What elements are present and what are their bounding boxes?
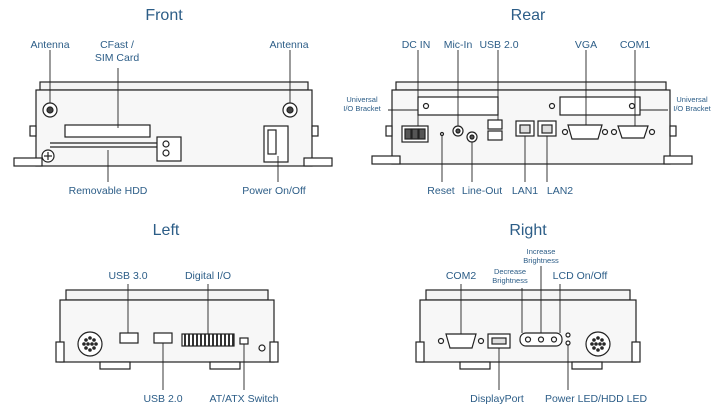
left-digital-io-label: Digital I/O bbox=[184, 270, 232, 282]
right-lcd-label: LCD On/Off bbox=[552, 270, 608, 282]
rear-title: Rear bbox=[510, 7, 546, 24]
rear-usb20-label: USB 2.0 bbox=[479, 39, 519, 51]
front-antenna-right-label: Antenna bbox=[269, 39, 309, 51]
rear-dc-in-label: DC IN bbox=[401, 39, 431, 51]
right-decrease-label-line1: Decrease bbox=[493, 267, 527, 276]
rear-com1-label: COM1 bbox=[619, 39, 651, 51]
rear-bracket-right-label-line1: Universal bbox=[676, 95, 708, 104]
left-at-atx-label: AT/ATX Switch bbox=[209, 393, 279, 405]
right-increase-label-line2: Brightness bbox=[523, 256, 559, 265]
right-increase-label-line1: Increase bbox=[526, 247, 556, 256]
right-power-led-label: Power LED/HDD LED bbox=[544, 393, 648, 405]
rear-vga-label: VGA bbox=[574, 39, 598, 51]
front-power-label: Power On/Off bbox=[242, 185, 306, 197]
right-displayport-label: DisplayPort bbox=[470, 393, 524, 405]
rear-device bbox=[371, 81, 693, 165]
left-title: Left bbox=[152, 222, 180, 239]
right-title: Right bbox=[509, 222, 547, 239]
rear-mic-in-label: Mic-In bbox=[443, 39, 473, 51]
front-cfast-label-line1: CFast / bbox=[100, 39, 134, 51]
left-usb20-label: USB 2.0 bbox=[143, 393, 183, 405]
rear-line-out-label: Line-Out bbox=[461, 185, 503, 197]
front-title: Front bbox=[145, 7, 183, 24]
front-cfast-label-line2: SIM Card bbox=[94, 52, 140, 64]
front-antenna-left-label: Antenna bbox=[30, 39, 70, 51]
left-usb30-label: USB 3.0 bbox=[108, 270, 148, 282]
front-leaders bbox=[49, 50, 291, 182]
rear-bracket-right-label-line2: I/O Bracket bbox=[673, 104, 711, 113]
right-decrease-label-line2: Brightness bbox=[492, 276, 528, 285]
rear-leaders bbox=[388, 50, 668, 182]
left-leaders bbox=[127, 284, 245, 390]
rear-lan1-label: LAN1 bbox=[511, 185, 539, 197]
rear-lan2-label: LAN2 bbox=[546, 185, 574, 197]
front-device bbox=[13, 81, 333, 167]
rear-bracket-left-label-line1: Universal bbox=[346, 95, 378, 104]
front-removable-hdd-label: Removable HDD bbox=[68, 185, 148, 197]
right-leaders bbox=[460, 266, 569, 390]
right-com2-label: COM2 bbox=[445, 270, 477, 282]
rear-reset-label: Reset bbox=[427, 185, 455, 197]
right-device bbox=[415, 289, 641, 370]
rear-bracket-left-label-line2: I/O Bracket bbox=[343, 104, 381, 113]
left-device bbox=[55, 289, 279, 370]
